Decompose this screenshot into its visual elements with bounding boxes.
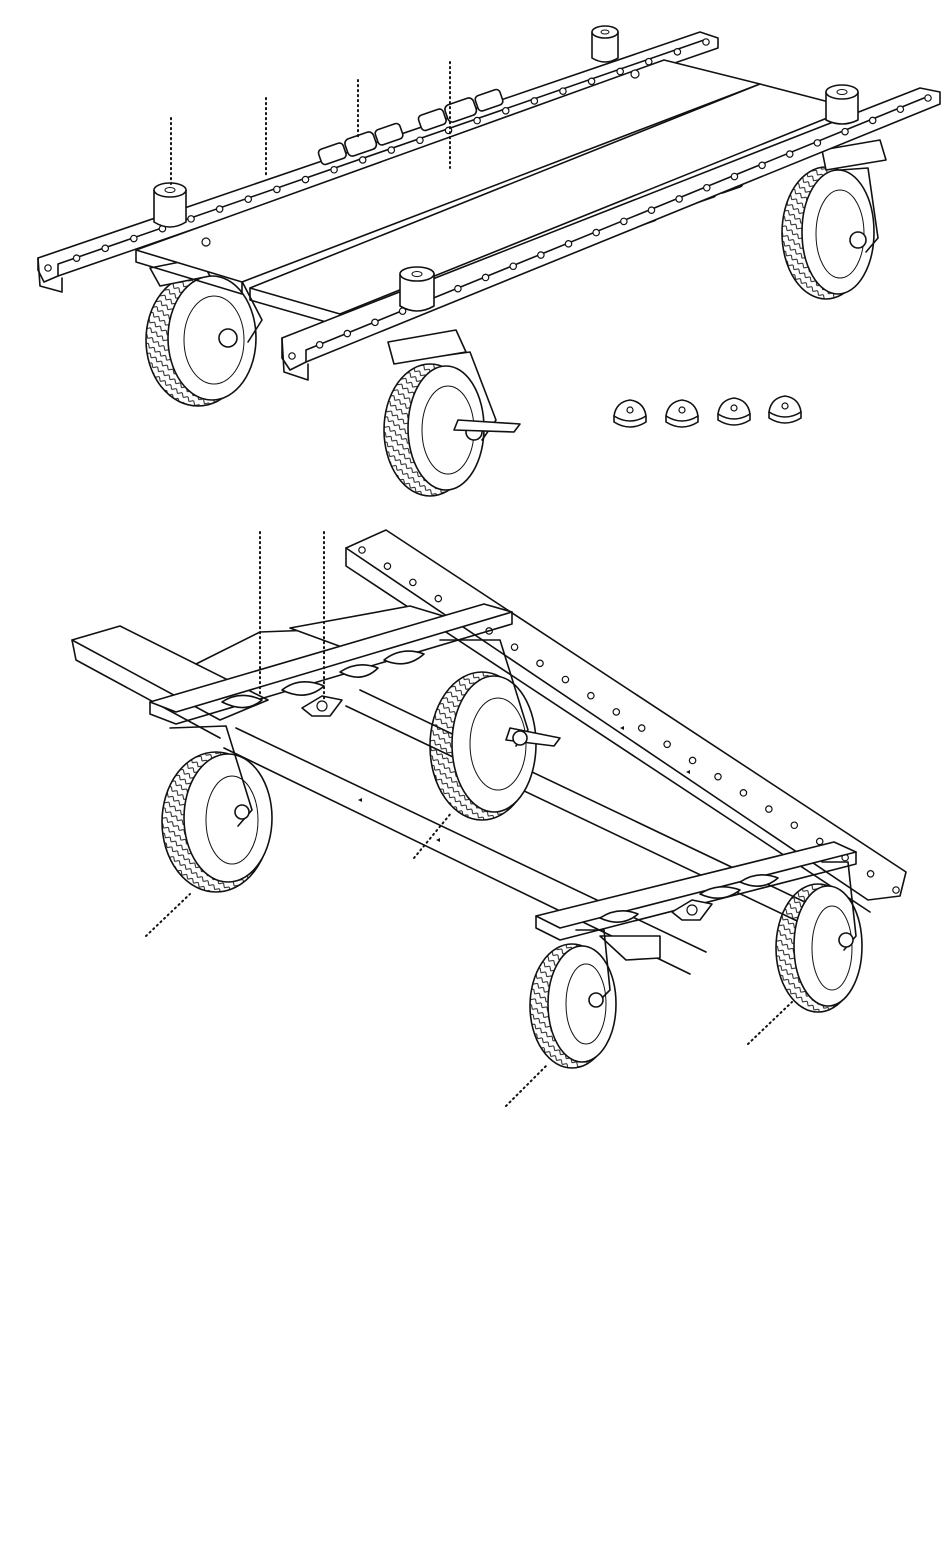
mounting-hole (689, 757, 695, 763)
mounting-hole (759, 162, 765, 168)
post-cap (400, 267, 434, 311)
mounting-hole (617, 68, 623, 74)
cap-pad (718, 398, 750, 425)
mounting-hole (565, 241, 571, 247)
mounting-hole (482, 274, 488, 280)
mounting-hole (648, 207, 654, 213)
wing-nut (672, 900, 712, 920)
mounting-hole (867, 871, 873, 877)
mounting-hole (562, 676, 568, 682)
mounting-hole (787, 151, 793, 157)
mounting-hole (613, 709, 619, 715)
post-cap (826, 85, 858, 124)
mounting-hole (531, 98, 537, 104)
mounting-hole (359, 157, 365, 163)
mounting-hole (588, 78, 594, 84)
mounting-hole (131, 235, 137, 241)
mounting-hole (731, 173, 737, 179)
mounting-hole (791, 822, 797, 828)
mounting-hole (102, 245, 108, 251)
mounting-hole (302, 176, 308, 182)
mounting-hole (537, 660, 543, 666)
mounting-hole (435, 595, 441, 601)
mounting-hole (417, 137, 423, 143)
mounting-hole (384, 563, 390, 569)
mounting-hole (814, 140, 820, 146)
top-assembly-view (38, 26, 940, 496)
brake-lever (454, 420, 520, 432)
mounting-hole (869, 117, 875, 123)
mounting-hole (511, 644, 517, 650)
mounting-hole (897, 106, 903, 112)
mounting-hole (676, 196, 682, 202)
mounting-hole (715, 773, 721, 779)
mounting-hole (503, 108, 509, 114)
mounting-hole (588, 693, 594, 699)
mounting-hole (704, 185, 710, 191)
cap-pads (614, 396, 801, 427)
mounting-hole (510, 263, 516, 269)
mounting-hole (372, 319, 378, 325)
mounting-hole (639, 725, 645, 731)
cap-pad (769, 396, 801, 423)
mounting-hole (893, 887, 899, 893)
mounting-hole (45, 265, 51, 271)
mounting-hole (593, 229, 599, 235)
mounting-hole (316, 342, 322, 348)
wheel-hub (219, 329, 237, 347)
bottom-assembly-view (72, 530, 906, 1106)
mounting-hole (560, 88, 566, 94)
post-cap (154, 183, 186, 227)
mounting-hole (344, 330, 350, 336)
mounting-hole (621, 218, 627, 224)
mounting-hole (842, 128, 848, 134)
mounting-hole (740, 790, 746, 796)
mounting-hole (289, 353, 295, 359)
caster-wheel-rear-right (782, 140, 886, 299)
mounting-hole (410, 579, 416, 585)
mounting-hole (703, 39, 709, 45)
mounting-hole (388, 147, 394, 153)
caster-wheel-front-brake (384, 330, 520, 496)
cap-pad (666, 400, 698, 427)
cap-pad (614, 400, 646, 427)
mounting-hole (766, 806, 772, 812)
mounting-hole (925, 95, 931, 101)
mounting-hole (331, 167, 337, 173)
caster-wheel-bottom-front (530, 930, 616, 1068)
mounting-hole (474, 117, 480, 123)
mounting-hole (817, 838, 823, 844)
caster-wheel-bottom-left (162, 726, 272, 892)
mounting-hole (216, 206, 222, 212)
mounting-hole (664, 741, 670, 747)
wing-nut (302, 696, 342, 716)
mounting-hole (674, 49, 680, 55)
mounting-hole (359, 547, 365, 553)
mounting-hole (538, 252, 544, 258)
mounting-hole (274, 186, 280, 192)
mounting-hole (245, 196, 251, 202)
mounting-hole (73, 255, 79, 261)
post-cap (592, 26, 618, 62)
mounting-hole (455, 285, 461, 291)
mounting-hole (188, 216, 194, 222)
